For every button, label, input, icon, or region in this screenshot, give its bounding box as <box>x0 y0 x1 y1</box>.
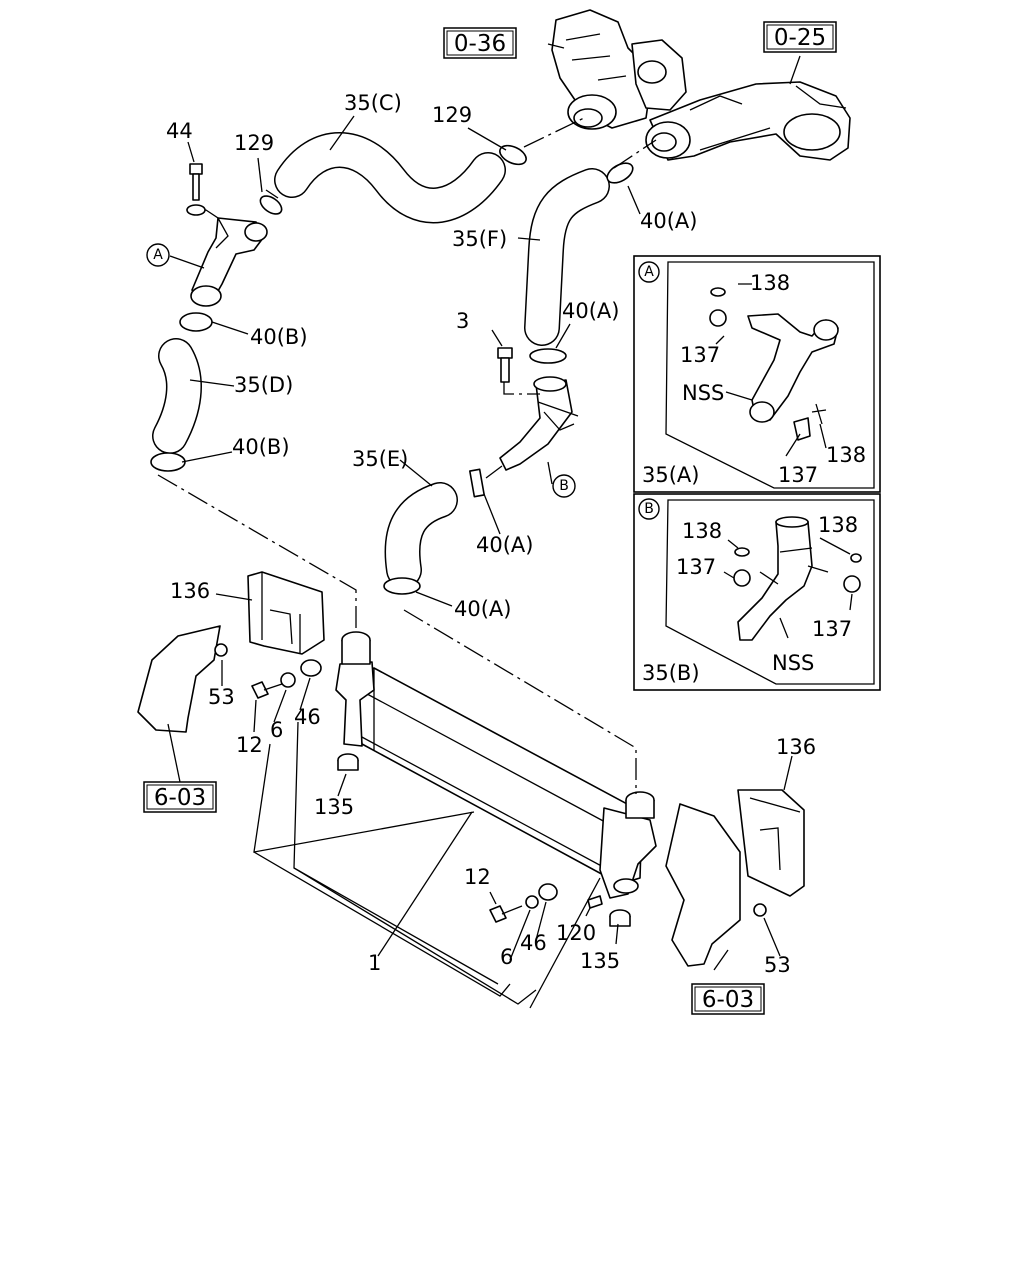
callout-135-right: 135 <box>580 949 620 973</box>
callout-40a-top: 40(A) <box>640 209 697 233</box>
callout-40a-lower: 40(A) <box>454 597 511 621</box>
detail-a-marker: A <box>644 264 654 280</box>
hose-35d <box>152 338 202 454</box>
intake-pipe-assembly <box>645 81 851 161</box>
fasteners <box>214 643 767 927</box>
detail-b-137-right: 137 <box>812 617 852 641</box>
ref-0-25-label: 0-25 <box>774 25 826 51</box>
detail-b-138-left: 138 <box>682 519 722 543</box>
hose-35e <box>384 482 458 588</box>
bracket-136-left <box>247 571 325 655</box>
pipe-a <box>190 209 268 307</box>
callout-136-right: 136 <box>776 735 816 759</box>
detail-a-137-left: 137 <box>680 343 720 367</box>
detail-b-138-right: 138 <box>818 513 858 537</box>
detail-b-35b: 35(B) <box>642 661 700 685</box>
turbo-assembly <box>551 9 687 130</box>
bracket-136-right <box>737 789 805 897</box>
callouts: 44 129 35(C) 129 40(A) 35(F) 40(B) 35(D)… <box>166 91 816 977</box>
callout-1: 1 <box>368 951 381 975</box>
ref-box-0-25: 0-25 <box>763 21 837 53</box>
hose-35f <box>524 168 610 346</box>
ref-6-03-left-label: 6-03 <box>154 785 206 811</box>
ref-box-6-03-left: 6-03 <box>143 781 217 813</box>
callout-40a-mid: 40(A) <box>476 533 533 557</box>
marker-b-main: B <box>552 474 576 498</box>
callout-53-left: 53 <box>208 685 235 709</box>
bolt-3 <box>497 347 513 383</box>
detail-b-marker: B <box>644 501 654 517</box>
marker-a-label: A <box>153 247 163 263</box>
intercooler <box>335 631 657 899</box>
detail-panel-a: A 138 137 NSS 137 138 35(A) <box>633 255 881 493</box>
ref-box-6-03-right: 6-03 <box>691 983 765 1015</box>
routing-lines <box>157 117 657 794</box>
ref-box-0-36: 0-36 <box>443 27 517 59</box>
callout-40a-right: 40(A) <box>562 299 619 323</box>
detail-a-138-bottom: 138 <box>826 443 866 467</box>
callout-40b-upper: 40(B) <box>250 325 308 349</box>
callout-129-left: 129 <box>234 131 274 155</box>
callout-3: 3 <box>456 309 469 333</box>
callout-6-left: 6 <box>270 718 283 742</box>
callout-35e: 35(E) <box>352 447 408 471</box>
marker-a-main: A <box>146 243 170 267</box>
shield-right <box>665 803 741 967</box>
marker-b-label: B <box>559 478 569 494</box>
callout-129-top: 129 <box>432 103 472 127</box>
pipe-b <box>499 376 579 471</box>
detail-panel-b: B 138 138 137 137 NSS 35(B) <box>633 493 881 691</box>
detail-a-137-bottom: 137 <box>778 463 818 487</box>
detail-a-nss: NSS <box>682 381 724 405</box>
bolt-44 <box>186 163 206 216</box>
callout-35c: 35(C) <box>344 91 402 115</box>
callout-46-left: 46 <box>294 705 321 729</box>
clamps <box>150 144 634 595</box>
ref-6-03-right-label: 6-03 <box>702 987 754 1013</box>
callout-35d: 35(D) <box>234 373 293 397</box>
callout-120: 120 <box>556 921 596 945</box>
callout-136-left: 136 <box>170 579 210 603</box>
detail-a-138-top: 138 <box>750 271 790 295</box>
callout-44: 44 <box>166 119 193 143</box>
ref-0-36-label: 0-36 <box>454 31 506 57</box>
callout-12-right: 12 <box>464 865 491 889</box>
callout-35f: 35(F) <box>452 227 507 251</box>
leader-lines <box>167 43 801 1009</box>
detail-a-35a: 35(A) <box>642 463 699 487</box>
callout-46-right: 46 <box>520 931 547 955</box>
shield-left <box>137 625 221 733</box>
detail-b-nss: NSS <box>772 651 814 675</box>
callout-40b-lower: 40(B) <box>232 435 290 459</box>
callout-6-right: 6 <box>500 945 513 969</box>
callout-53-right: 53 <box>764 953 791 977</box>
callout-12-left: 12 <box>236 733 263 757</box>
detail-b-137-left: 137 <box>676 555 716 579</box>
callout-135-left: 135 <box>314 795 354 819</box>
hose-35c <box>274 132 506 224</box>
